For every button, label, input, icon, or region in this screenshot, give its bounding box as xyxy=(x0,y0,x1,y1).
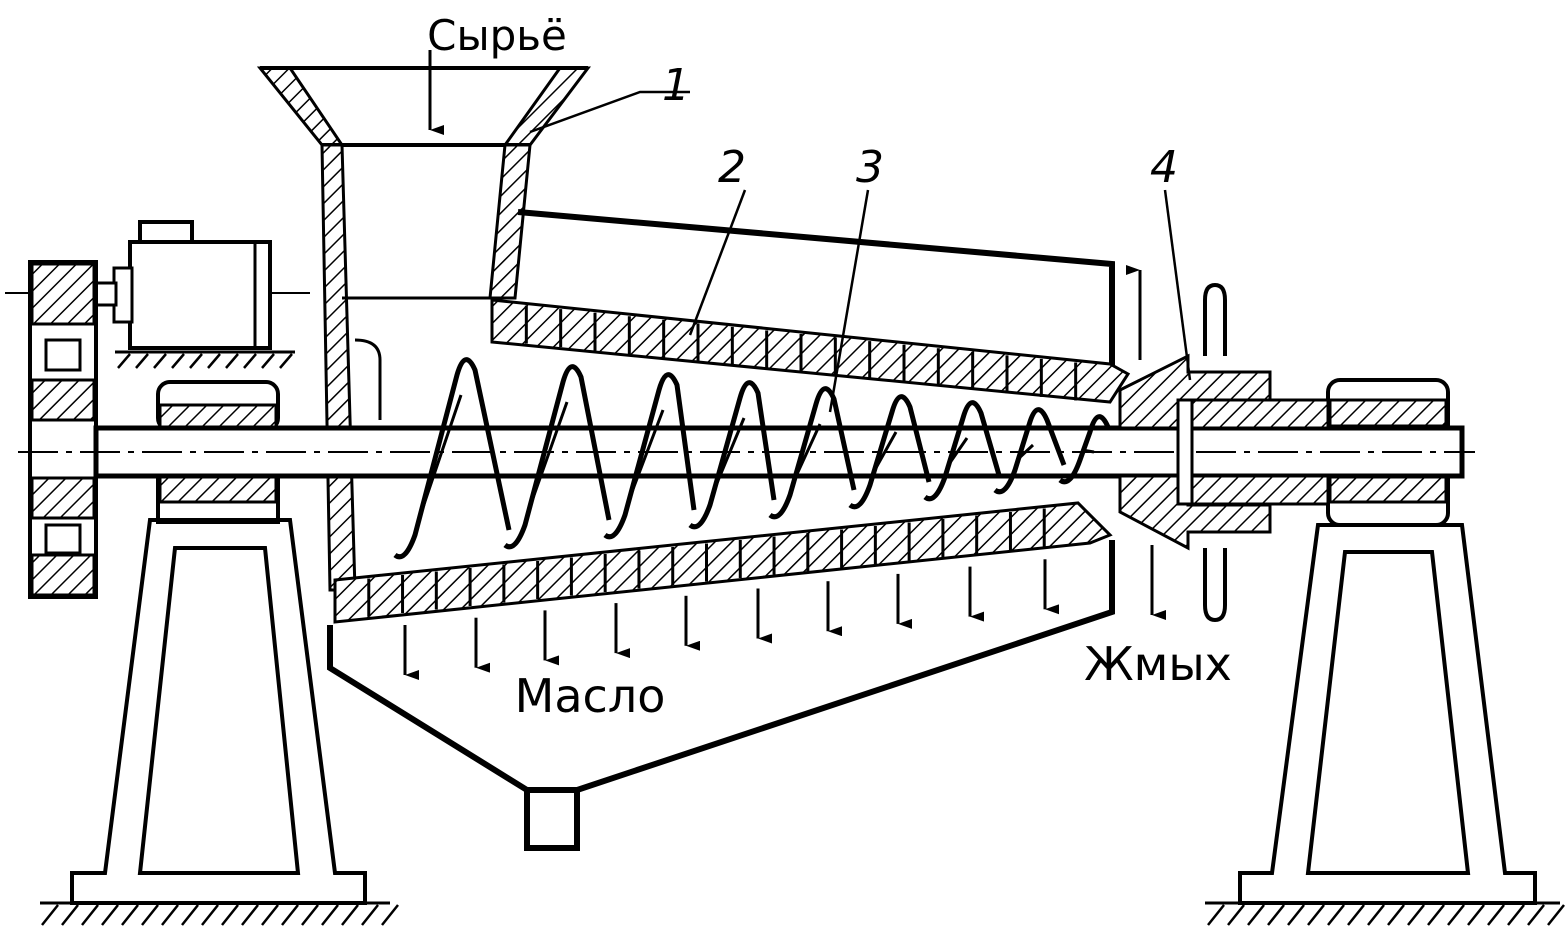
label-part-4: 4 xyxy=(1150,142,1178,193)
feed-hopper xyxy=(256,66,592,592)
label-part-1: 1 xyxy=(662,60,690,111)
main-shaft xyxy=(18,425,1475,479)
screw-flight xyxy=(393,357,1111,560)
leader-lines xyxy=(529,90,1192,413)
ground-right xyxy=(1205,901,1565,926)
electric-motor xyxy=(5,220,310,369)
label-part-3: 3 xyxy=(856,142,884,193)
screw-auger xyxy=(393,357,1111,560)
left-bearing-hatch-bottom xyxy=(158,474,278,504)
perforated-barrel-bottom xyxy=(333,501,1113,624)
label-cake: Жмых xyxy=(1084,637,1232,691)
right-bearing-hatch-bottom xyxy=(1328,474,1448,504)
right-bearing-hatch-top xyxy=(1328,398,1448,428)
label-input: Сырьё xyxy=(427,11,567,60)
oil-outlet xyxy=(524,787,580,851)
drive-pulley xyxy=(28,260,98,599)
label-oil: Масло xyxy=(515,669,666,723)
right-support-stand xyxy=(1238,378,1537,905)
flow-arrows xyxy=(403,50,1166,680)
press-housing xyxy=(327,209,1131,851)
ground-left xyxy=(40,901,399,926)
screw-flight-inner xyxy=(415,394,1095,526)
label-part-2: 2 xyxy=(718,142,746,193)
perforated-barrel-top xyxy=(490,298,1131,404)
